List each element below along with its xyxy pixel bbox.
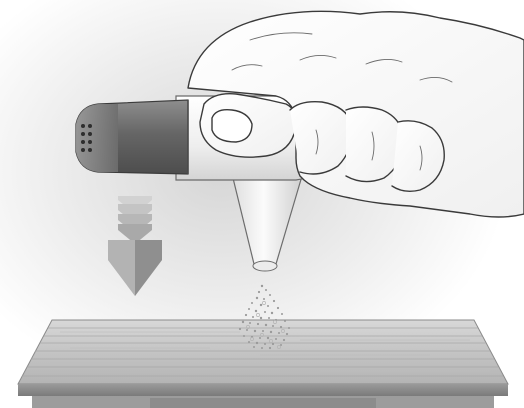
dispenser-cap	[76, 100, 188, 174]
table-surface	[18, 320, 508, 408]
